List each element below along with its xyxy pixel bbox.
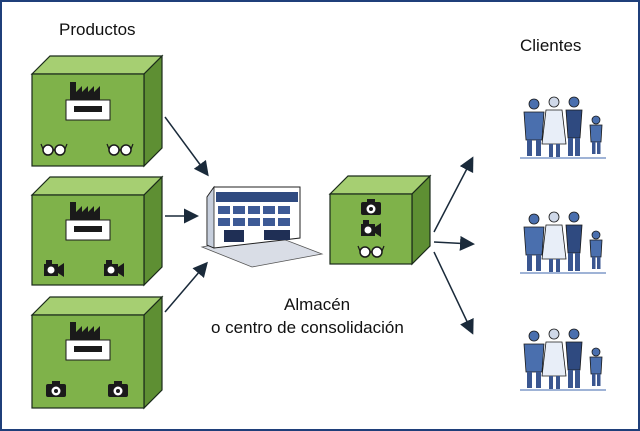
product-box-1 bbox=[30, 54, 164, 168]
warehouse-building bbox=[200, 185, 324, 268]
product-box-3 bbox=[30, 295, 164, 410]
consolidation-box bbox=[328, 174, 432, 266]
product-box-2 bbox=[30, 175, 164, 287]
arrow-products-3 bbox=[164, 261, 208, 313]
warehouse-label-line1: Almacén bbox=[284, 295, 351, 314]
arrow-clients-2 bbox=[433, 235, 475, 251]
arrow-clients-3 bbox=[433, 251, 474, 335]
arrow-products-1 bbox=[164, 116, 209, 177]
arrow-clients-1 bbox=[433, 156, 474, 233]
clients-label: Clientes bbox=[520, 36, 582, 55]
client-group-3 bbox=[519, 328, 607, 391]
products-label: Productos bbox=[59, 20, 136, 39]
warehouse-label-line2: o centro de consolidación bbox=[211, 318, 404, 337]
client-group-1 bbox=[519, 96, 607, 159]
client-group-2 bbox=[519, 211, 607, 274]
